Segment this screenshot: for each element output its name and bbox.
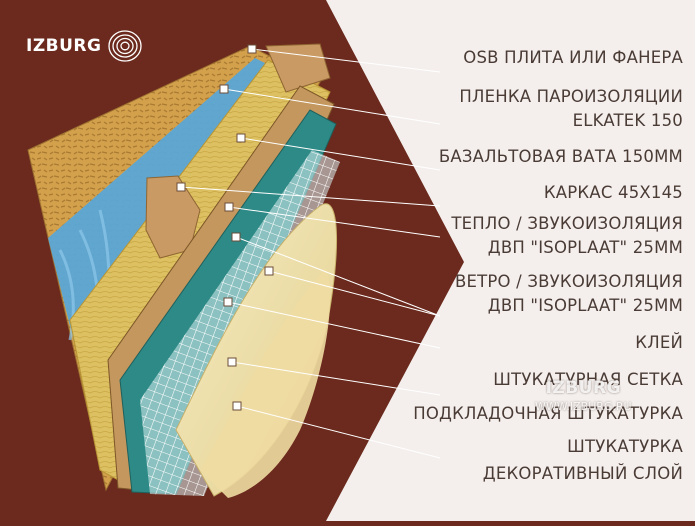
layer-label-vapour-film: ПЛЕНКА ПАРОИЗОЛЯЦИИ [459,87,683,106]
layer-label-wind-sound-insulation: ВЕТРО / ЗВУКОИЗОЛЯЦИЯ [454,272,683,291]
layer-label-osb: OSB ПЛИТА ИЛИ ФАНЕРА [463,48,683,67]
leader-lines [180,48,441,459]
decorative-layer [200,268,331,498]
brand-name: IZBURG [26,36,102,56]
label-panel [326,0,695,521]
layer-label-fibreboard-outer: ДВП "ISOPLAAT" 25ММ [487,296,683,315]
watermark-url: WWW.IZBURG.RU [535,400,632,413]
brand-logo: IZBURG [26,28,143,64]
layer-label-plaster: ШТУКАТУРКА [567,437,683,456]
layer-label-fibreboard-inner: ДВП "ISOPLAAT" 25ММ [487,238,683,257]
layer-label-glue: КЛЕЙ [635,333,683,352]
tree-rings-icon [108,30,143,62]
layer-label-decorative: ДЕКОРАТИВНЫЙ СЛОЙ [482,464,683,483]
layer-label-heat-sound-insulation: ТЕПЛО / ЗВУКОИЗОЛЯЦИЯ [451,214,683,233]
layer-label-frame: КАРКАС 45Х145 [543,183,683,202]
layer-label-basalt-wool: БАЗАЛЬТОВАЯ ВАТА 150ММ [438,147,683,166]
layer-label-vapour-film-brand: ELKATEK 150 [572,111,683,130]
watermark: IZBURG WWW.IZBURG.RU [535,378,632,413]
layer-label-mesh: ШТУКАТУРНАЯ СЕТКА [493,370,683,389]
marker-dots [176,44,274,411]
layer-label-base-plaster: ПОДКЛАДОЧНАЯ ШТУКАТУРКА [413,404,683,423]
watermark-brand: IZBURG [545,378,622,398]
timber-frame-top [265,43,331,93]
